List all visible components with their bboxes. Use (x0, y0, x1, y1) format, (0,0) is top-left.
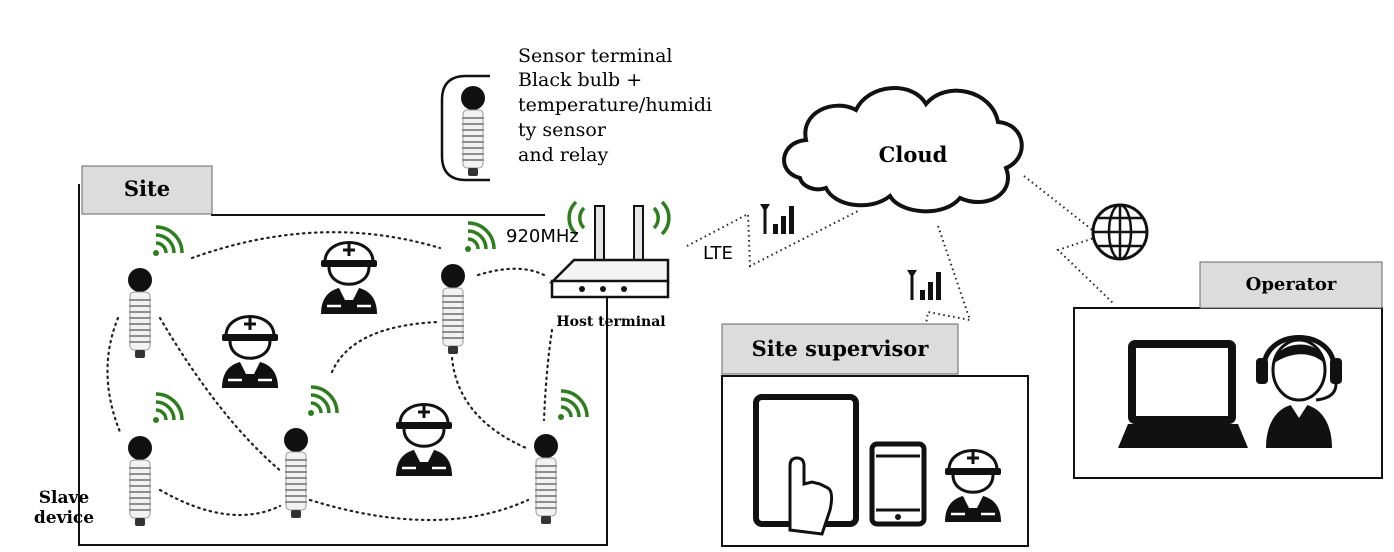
cellular-antenna-icon (760, 204, 794, 234)
sensor-terminal (283, 427, 309, 519)
worker-icon (220, 315, 280, 390)
wireless-signal-icon (306, 385, 339, 418)
tablet-icon (753, 394, 859, 536)
operator-label-box (1199, 261, 1383, 309)
site-label: Site (124, 176, 170, 201)
legend-line: Sensor terminal (518, 45, 673, 67)
cellular-antenna-icon (907, 270, 941, 300)
sensor-terminal (127, 435, 153, 527)
worker-icon (394, 403, 454, 478)
mesh-links (106, 231, 554, 522)
host-terminal-router-icon (548, 200, 671, 299)
cloud-icon (782, 86, 1024, 214)
site-label-box (81, 165, 213, 215)
wireless-signal-icon (151, 392, 184, 425)
legend-sensor-icon (460, 85, 486, 177)
operator-headset-icon (1256, 335, 1342, 448)
site-supervisor-label-box (721, 323, 959, 375)
wireless-signal-icon (556, 389, 589, 422)
frequency-label: 920MHz (506, 226, 579, 247)
host-terminal-label: Host terminal (556, 314, 665, 330)
legend-line: Black bulb + (518, 69, 642, 91)
slave-device-label: Slave (39, 488, 90, 508)
smartphone-icon (869, 441, 927, 527)
lte-label: LTE (703, 243, 733, 264)
wireless-signal-icon (463, 221, 496, 254)
operator-label: Operator (1246, 274, 1337, 295)
sensor-terminal (440, 263, 466, 355)
laptop-icon (1118, 340, 1248, 448)
sensor-terminal (127, 267, 153, 359)
slave-device-label: device (34, 508, 94, 528)
legend-line: and relay (518, 144, 608, 166)
worker-icon (319, 241, 379, 316)
globe-icon (1091, 203, 1149, 261)
site-supervisor-label: Site supervisor (752, 336, 930, 361)
cloud-label: Cloud (879, 142, 948, 167)
legend-line: ty sensor (518, 119, 607, 141)
wireless-signal-icon (151, 225, 184, 258)
supervisor-link (925, 225, 972, 325)
legend-line: temperature/humidi (518, 94, 712, 116)
sensor-terminal (533, 433, 559, 525)
